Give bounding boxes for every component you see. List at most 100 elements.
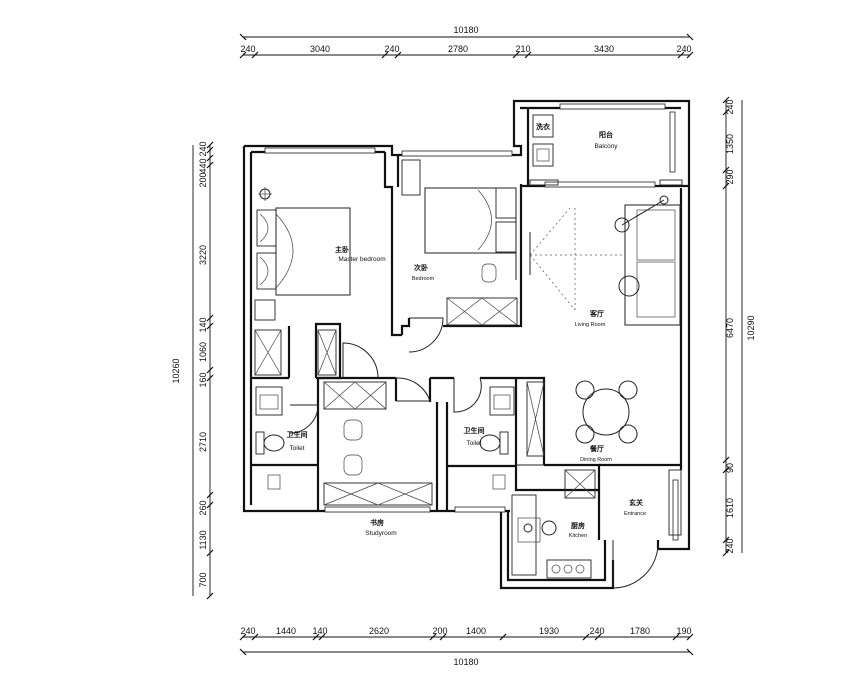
right-dimension-7: 240 xyxy=(725,538,735,553)
study-label-cn: 书房 xyxy=(370,518,384,527)
toilet2-wc xyxy=(479,434,501,452)
left-dimension-11: 700 xyxy=(198,572,208,587)
balcony-sink xyxy=(532,143,554,167)
living-label-en: Living Room xyxy=(575,322,606,328)
dimension-tick xyxy=(251,51,259,59)
right-dimension-6: 1610 xyxy=(725,498,735,518)
left-dimension-7: 160 xyxy=(198,372,208,387)
entry-door xyxy=(612,540,659,589)
top-dimension-group: 10180 240 3040 240 2780 210 3430 240 xyxy=(239,25,694,59)
laundry-label: 洗衣 xyxy=(536,122,551,131)
entrance-label-en: Entrance xyxy=(624,511,646,517)
entrance-window xyxy=(672,479,679,541)
left-dimension-2: 440 xyxy=(198,158,208,173)
kitchen-sink xyxy=(517,517,541,543)
dining-chair-4 xyxy=(618,424,638,444)
bottom-dimension-10: 190 xyxy=(676,626,691,636)
left-dimension-8: 2710 xyxy=(198,432,208,452)
dimension-tick xyxy=(722,166,730,174)
left-total-dimension: 10260 xyxy=(171,358,181,383)
dining-table xyxy=(582,388,630,436)
bottom-dimension-5: 200 xyxy=(432,626,447,636)
toilet1-wc-tank xyxy=(255,431,265,455)
master-wardrobe xyxy=(254,329,282,376)
dimension-tick xyxy=(722,536,730,544)
shoe-cabinet xyxy=(668,469,682,536)
master-window xyxy=(264,147,376,154)
living-lamp-1 xyxy=(614,217,630,233)
study-door xyxy=(395,377,431,402)
balcony-area: 洗衣 阳台 Balcony xyxy=(529,114,683,186)
dimension-tick xyxy=(206,501,214,509)
dining-chair-2 xyxy=(618,380,638,400)
doors xyxy=(289,317,659,589)
left-dimension-10: 1130 xyxy=(198,530,208,549)
dimension-tick xyxy=(206,141,214,149)
right-dimension-2: 1350 xyxy=(725,134,735,154)
dimension-tick xyxy=(206,322,214,330)
dimension-tick xyxy=(239,633,247,641)
top-dimension-3: 240 xyxy=(384,44,399,54)
toilet-1: 卫生间 Toilet xyxy=(255,386,308,490)
master-nightstand-1 xyxy=(256,209,277,247)
exterior-walls xyxy=(242,99,691,590)
toilet2-sink xyxy=(489,386,515,416)
left-dimension-4: 3220 xyxy=(198,245,208,265)
dimension-tick xyxy=(524,51,532,59)
left-dimension-3: 200 xyxy=(198,172,208,187)
dimension-tick xyxy=(394,51,402,59)
right-total-dimension: 10290 xyxy=(746,315,756,340)
second-label-en: Bedroom xyxy=(412,276,435,282)
dimension-tick xyxy=(722,549,730,557)
balcony-label-cn: 阳台 xyxy=(599,130,613,139)
dimension-tick xyxy=(582,633,590,641)
top-dimension-6: 3430 xyxy=(594,44,614,54)
second-left-cabinet xyxy=(401,159,421,196)
dimension-tick xyxy=(722,466,730,474)
bottom-dimension-7: 1930 xyxy=(539,626,559,636)
second-wardrobe xyxy=(446,297,518,326)
toilet2-label-en: Toilet xyxy=(466,440,481,447)
living-top-window xyxy=(544,181,656,188)
second-door xyxy=(408,317,444,353)
toilet1-wc xyxy=(263,434,285,452)
dimension-tick xyxy=(206,549,214,557)
dimension-tick xyxy=(206,374,214,382)
kitchen-label-en: Kitchen xyxy=(569,533,587,539)
balcony-window xyxy=(559,103,666,110)
study-chair-1 xyxy=(343,419,363,441)
entrance: 玄关 Entrance xyxy=(624,469,682,536)
balcony-label-en: Balcony xyxy=(594,143,618,150)
dimension-tick xyxy=(594,633,602,641)
dimension-tick xyxy=(686,633,694,641)
dimension-tick xyxy=(206,161,214,169)
sofa xyxy=(624,204,681,326)
dimension-tick xyxy=(318,633,326,641)
dimension-tick xyxy=(722,456,730,464)
second-bedroom: 次卧 Bedroom xyxy=(401,159,518,326)
master-bed xyxy=(275,207,351,296)
study-window xyxy=(324,506,431,513)
master-label-cn: 主卧 xyxy=(335,245,349,254)
dimension-tick xyxy=(439,633,447,641)
bottom-dimension-6: 1400 xyxy=(466,626,486,636)
toilet2-label-cn: 卫生间 xyxy=(464,426,485,435)
bottom-dimension-8: 240 xyxy=(589,626,604,636)
dimension-tick xyxy=(206,314,214,322)
living-lamp-2 xyxy=(618,275,640,297)
dimension-tick xyxy=(312,633,320,641)
left-dimension-6: 1060 xyxy=(198,342,208,362)
dining-chair-1 xyxy=(575,380,595,400)
top-dimension-5: 210 xyxy=(515,44,530,54)
dimension-tick xyxy=(672,633,680,641)
dining-chair-3 xyxy=(575,424,595,444)
left-dimension-group: 10260 240 440 200 3220 140 1060 160 2710… xyxy=(171,141,214,600)
dimension-tick xyxy=(206,154,214,162)
left-dimension-9: 260 xyxy=(198,500,208,515)
dimension-tick xyxy=(722,108,730,116)
study-bookshelf xyxy=(323,381,387,410)
dimension-tick xyxy=(429,633,437,641)
bottom-total-dimension: 10180 xyxy=(453,657,478,667)
dimension-tick xyxy=(512,51,520,59)
